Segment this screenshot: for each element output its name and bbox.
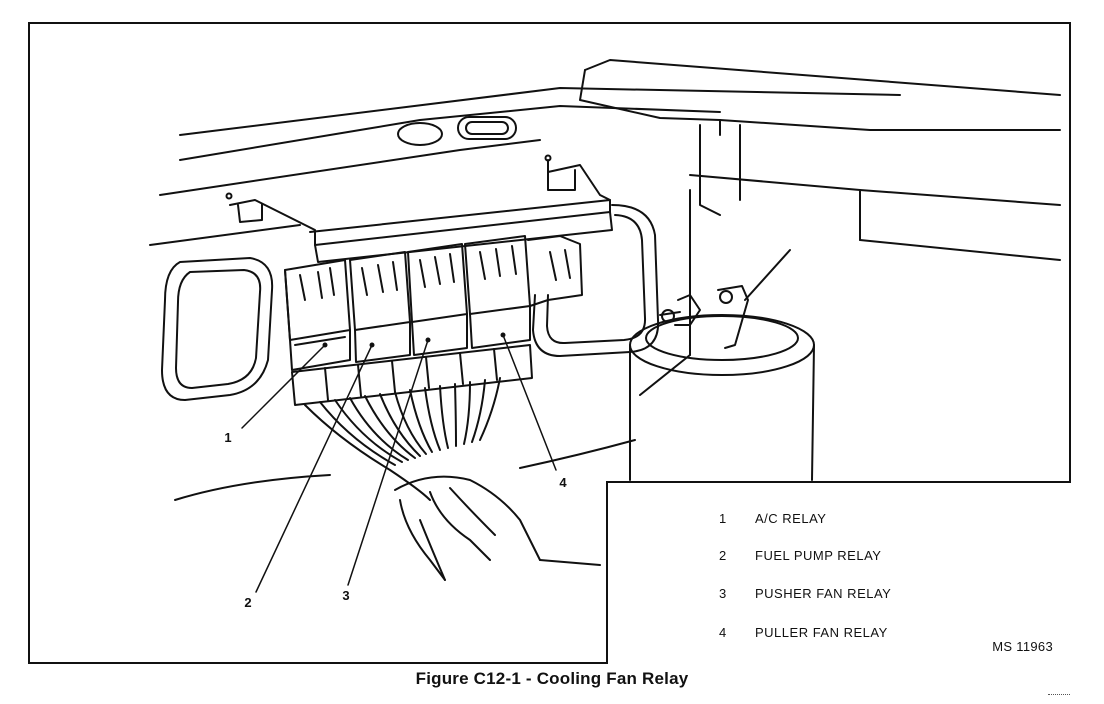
- figure-caption: Figure C12-1 - Cooling Fan Relay: [415, 669, 689, 688]
- legend-number: 4: [719, 625, 727, 640]
- upper-panel: [149, 59, 1061, 246]
- legend-row: 2 FUEL PUMP RELAY: [608, 548, 1068, 568]
- panel-slot-outer: [457, 116, 517, 140]
- legend-label: PULLER FAN RELAY: [755, 625, 888, 640]
- legend-number: 2: [719, 548, 727, 563]
- panel-slot-inner: [465, 121, 509, 135]
- relay-block: [284, 235, 583, 406]
- legend-box: 1 A/C RELAY 2 FUEL PUMP RELAY 3 PUSHER F…: [606, 481, 1071, 664]
- callout-2: 2: [244, 595, 252, 610]
- leader-lines: [241, 334, 557, 593]
- legend-number: 1: [719, 511, 727, 526]
- scan-mark: [1048, 694, 1070, 695]
- lower-body: [174, 439, 636, 581]
- mounting-bracket: [225, 154, 613, 263]
- callout-3: 3: [342, 588, 350, 603]
- right-wire-loop: [532, 204, 660, 357]
- legend-row: 1 A/C RELAY: [608, 511, 1068, 531]
- callout-1: 1: [224, 430, 232, 445]
- legend-label: A/C RELAY: [755, 511, 827, 526]
- legend-label: PUSHER FAN RELAY: [755, 586, 892, 601]
- left-wire-loop: [161, 257, 274, 401]
- wire-harness: [304, 377, 541, 581]
- right-support: [639, 124, 1061, 396]
- canister: [629, 249, 815, 481]
- legend-number: 3: [719, 586, 727, 601]
- legend-row: 4 PULLER FAN RELAY: [608, 625, 1068, 645]
- panel-round-hole: [397, 122, 443, 146]
- legend-label: FUEL PUMP RELAY: [755, 548, 882, 563]
- legend-row: 3 PUSHER FAN RELAY: [608, 586, 1068, 606]
- figure-id: MS 11963: [992, 639, 1053, 654]
- callout-4: 4: [559, 475, 567, 490]
